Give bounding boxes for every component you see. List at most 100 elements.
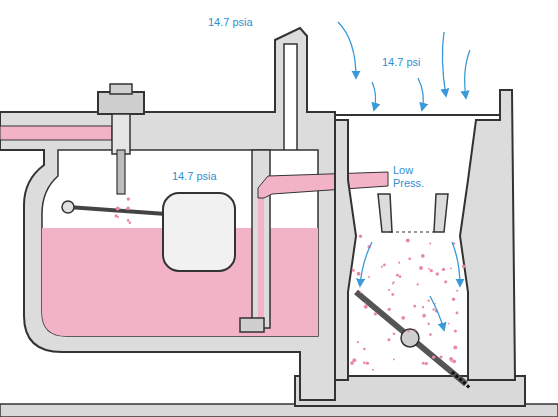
fuel-droplet [381, 266, 383, 268]
fuel-droplet [398, 262, 400, 264]
fuel-droplet [391, 293, 394, 296]
fuel-droplet [421, 254, 425, 258]
fuel-droplet [352, 358, 356, 362]
pressure-label: 14.7 psia [208, 16, 278, 29]
fuel-droplet [364, 303, 366, 305]
float [163, 193, 235, 271]
fuel-droplet [366, 362, 369, 365]
fuel-droplet [374, 312, 377, 315]
fuel-droplet [383, 264, 386, 267]
float-arm [68, 207, 166, 214]
fuel-droplet [413, 305, 416, 308]
fuel-droplet [129, 222, 132, 225]
fuel-droplet [399, 275, 402, 278]
fuel-droplet [127, 197, 130, 200]
fuel-droplet [452, 359, 456, 363]
throat-wall-left [335, 120, 356, 380]
pressure-label: 14.7 psi [382, 56, 442, 69]
fuel-droplet [450, 360, 452, 362]
fuel-droplet [388, 308, 391, 311]
throttle-shaft [401, 329, 419, 347]
fuel-droplet [387, 338, 390, 341]
air-arrow [430, 296, 444, 330]
fuel-droplets [114, 197, 465, 370]
float-hinge [62, 201, 74, 213]
fuel-droplet [442, 268, 445, 271]
air-arrow [452, 242, 460, 286]
needle-valve [117, 150, 125, 194]
fuel-droplet [363, 362, 366, 365]
fuel-droplet [427, 299, 429, 301]
discharge-passage [258, 172, 388, 198]
fuel-droplet [420, 267, 422, 269]
air-arrow [465, 50, 470, 98]
fuel-droplet [406, 239, 410, 243]
fuel-droplet [359, 235, 362, 238]
fuel-droplet [422, 362, 425, 365]
fuel-droplet [392, 282, 394, 284]
fuel-droplet [417, 283, 419, 285]
fuel-droplet [425, 362, 428, 365]
fuel-droplet [393, 358, 395, 360]
fuel-droplet [430, 269, 433, 272]
main-jet [240, 318, 264, 332]
fuel-droplet [117, 216, 119, 218]
fuel-droplet [454, 329, 457, 332]
fuel-droplet [357, 272, 361, 276]
fuel-droplet [360, 291, 362, 293]
fuel-droplet [450, 268, 452, 270]
fuel-droplet [422, 314, 426, 318]
fuel-droplet [422, 306, 424, 308]
fuel-droplet [462, 265, 466, 269]
fuel-droplet [407, 330, 410, 333]
vent-tube [284, 44, 297, 154]
boost-venturi-right [434, 194, 448, 232]
fuel-droplet [428, 268, 430, 270]
fuel-droplet [401, 316, 405, 320]
fuel-droplet [408, 257, 411, 260]
fuel-droplet [116, 207, 120, 211]
fuel-droplet [352, 269, 355, 272]
fuel-droplet [363, 348, 366, 351]
nut-cap [110, 84, 132, 94]
fuel-droplet [432, 308, 434, 310]
fuel-droplet [127, 219, 130, 222]
throttle-edge [452, 372, 470, 388]
fuel-droplet [357, 341, 359, 343]
fuel-droplet [419, 266, 423, 270]
fuel-droplet [393, 332, 396, 335]
fuel-droplet [453, 345, 457, 349]
fuel-droplet [364, 305, 368, 309]
well-fuel [258, 196, 264, 324]
air-arrow [338, 22, 356, 78]
fuel-droplet [456, 290, 458, 292]
fuel-droplet [372, 369, 374, 371]
fuel-droplet [429, 333, 432, 336]
air-arrow [442, 32, 446, 96]
air-arrow [372, 82, 376, 110]
fuel-droplet [396, 274, 399, 277]
fuel-droplet [452, 297, 455, 300]
air-horn-rim [335, 114, 500, 116]
fuel-droplet [368, 276, 370, 278]
fuel-droplet [126, 207, 130, 211]
throat-wall-right [460, 90, 515, 380]
fuel-droplet [439, 356, 442, 359]
pressure-label: 14.7 psia [172, 170, 242, 183]
fuel-droplet [427, 323, 429, 325]
venturi-line [390, 232, 434, 233]
air-flow-arrows [338, 22, 470, 330]
fuel-droplet [414, 329, 416, 331]
fuel-droplet [429, 242, 431, 244]
boost-venturi-left [378, 194, 392, 232]
air-arrow [418, 78, 423, 110]
needle-seat [112, 114, 130, 154]
fuel-droplet [456, 311, 459, 314]
inlet-nut [98, 92, 144, 114]
pressure-label: Low Press. [393, 164, 431, 190]
fuel-droplet [449, 357, 453, 361]
fuel-inlet [0, 126, 112, 140]
bowl-housing [0, 28, 335, 400]
